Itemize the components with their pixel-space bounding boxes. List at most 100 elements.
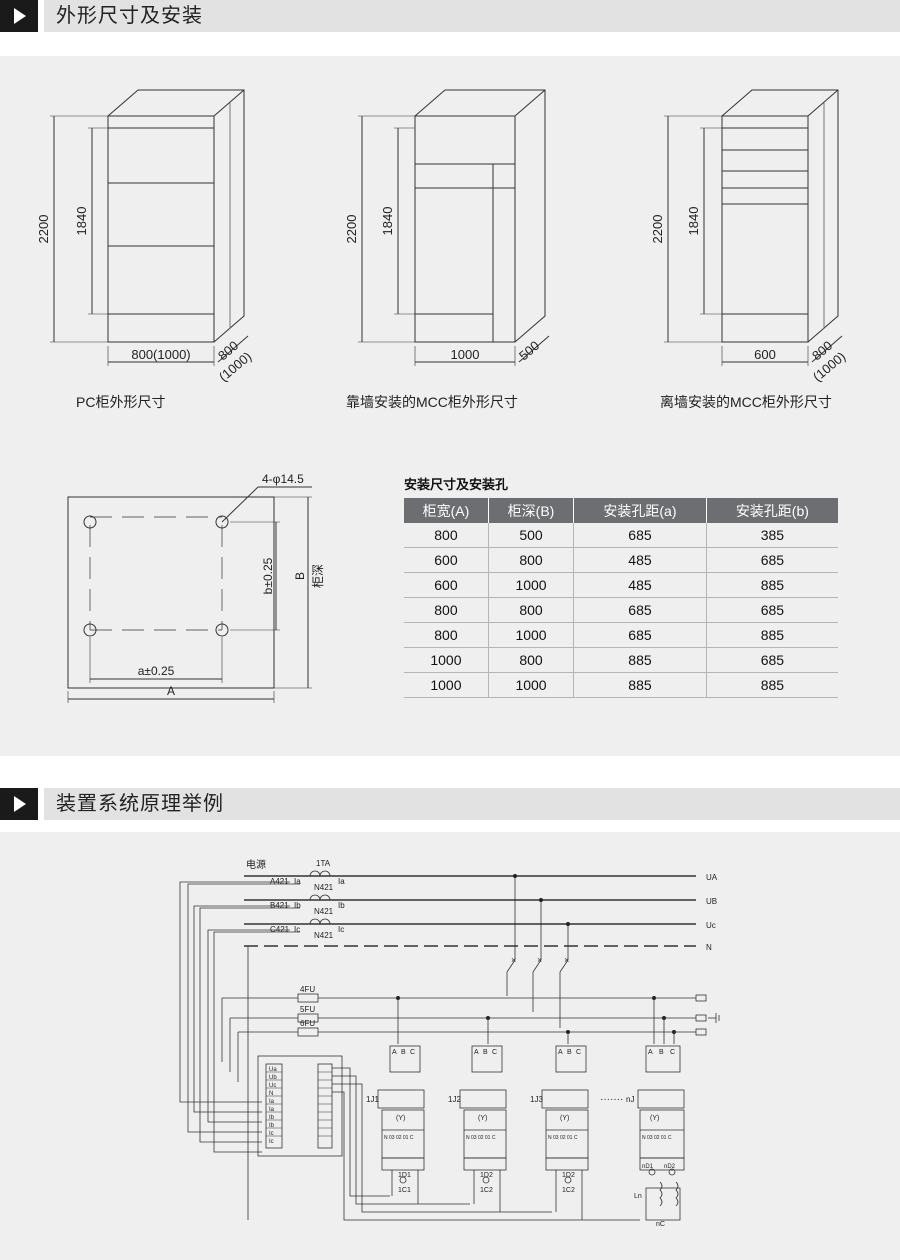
unit-y: (Y) [478, 1115, 487, 1122]
schematic-panel [0, 832, 900, 1260]
ct-in-label: Ib [294, 901, 301, 910]
unit-y: (Y) [396, 1115, 405, 1122]
n-label: N421 [314, 931, 334, 940]
n-label: N421 [314, 883, 334, 892]
indicator-label: 1D2 [562, 1172, 575, 1179]
meter-terminal: Ia [269, 1107, 275, 1113]
unit-id: nJ [626, 1095, 634, 1104]
contact-label: 1C1 [398, 1187, 411, 1194]
unit-y: (Y) [650, 1115, 659, 1122]
mount-table-title: 安装尺寸及安装孔 [404, 477, 509, 492]
dim-height-total: 2200 [650, 215, 665, 244]
cell: 885 [573, 672, 707, 698]
section-header-dimensions: 外形尺寸及安装 [0, 0, 900, 32]
indicator-label: 1D1 [398, 1172, 411, 1179]
phase-label: C421 [270, 925, 290, 934]
cell: 800 [404, 597, 489, 623]
cabinet-pc [50, 89, 249, 366]
cell: 800 [488, 597, 575, 623]
indicator-label: 1D2 [480, 1172, 493, 1179]
dim-height-door: 1840 [380, 207, 395, 236]
ct-label: 1TA [316, 859, 331, 868]
ct-in-label: Ic [294, 925, 300, 934]
unit-id: 1J2 [448, 1095, 461, 1104]
phase-abc: A [558, 1049, 563, 1056]
depth-label: 柜深 [311, 564, 325, 588]
phase-abc: B [659, 1049, 664, 1056]
coil-label: Ln [634, 1193, 642, 1200]
cell: 600 [404, 572, 489, 598]
cell: 500 [488, 523, 575, 548]
contact-label: 1C2 [480, 1187, 493, 1194]
unit-terms: N 03 02 01 C [466, 1135, 496, 1141]
mount-hole [83, 515, 97, 529]
ellipsis: ······· [600, 1094, 623, 1105]
mount-hole [83, 623, 97, 637]
cell: 685 [706, 547, 838, 573]
play-arrow-icon [0, 0, 38, 32]
phase-label: B421 [270, 901, 289, 910]
bus-label: UA [706, 873, 718, 882]
cell: 685 [706, 597, 838, 623]
col-header: 柜深(B) [488, 498, 575, 523]
section-title: 装置系统原理举例 [56, 793, 224, 815]
col-header: 安装孔距(b) [706, 498, 838, 523]
svg-text:×: × [511, 955, 516, 965]
cell: 1000 [488, 572, 575, 598]
fuse-label: 4FU [300, 985, 315, 994]
dim-b-label: b±0.25 [261, 557, 275, 594]
cell: 1000 [488, 622, 575, 648]
unit-1 [377, 998, 425, 1204]
mounting-plan: 4-φ14.5 b±0.25 B 柜深 a±0.25 A [67, 472, 325, 703]
section-title: 外形尺寸及安装 [56, 5, 203, 27]
dim-a-label: a±0.25 [138, 664, 175, 678]
caption-mcc-freestanding: 离墙安装的MCC柜外形尺寸 [660, 394, 832, 410]
caption-pc-cabinet: PC柜外形尺寸 [76, 394, 166, 410]
ct-out-label: Ib [338, 901, 345, 910]
cell: 1000 [404, 672, 489, 698]
ct-out-label: Ic [338, 925, 344, 934]
bus-label: N [706, 943, 712, 952]
dim-height-door: 1840 [74, 207, 89, 236]
cell: 685 [573, 523, 707, 548]
phase-abc: C [670, 1049, 675, 1056]
dim-B-label: B [293, 572, 307, 580]
bus-label: Uc [706, 921, 716, 930]
meter-terminal: Ib [269, 1115, 275, 1121]
phase-label: A421 [270, 877, 289, 886]
meter-terminal: Ic [269, 1139, 274, 1145]
power-label: 电源 [246, 858, 266, 871]
contact-label: nC [656, 1221, 665, 1228]
svg-text:×: × [537, 955, 542, 965]
cell: 600 [404, 547, 489, 573]
cell: 485 [573, 572, 707, 598]
indicator-label: nD2 [664, 1164, 676, 1170]
system-schematic: × × × [179, 858, 720, 1228]
fuse-label: 5FU [300, 1005, 315, 1014]
phase-abc: C [410, 1049, 415, 1056]
phase-abc: B [567, 1049, 572, 1056]
unit-2 [459, 1018, 507, 1212]
dim-width: 600 [754, 347, 776, 362]
dim-width: 1000 [451, 347, 480, 362]
cell: 885 [706, 622, 838, 648]
meter-terminal: Ib [269, 1123, 275, 1129]
unit-n [637, 998, 685, 1221]
unit-terms: N 03 02 01 C [642, 1135, 672, 1141]
phase-abc: B [483, 1049, 488, 1056]
unit-id: 1J1 [366, 1095, 379, 1104]
bus-label: UB [706, 897, 717, 906]
play-arrow-icon [0, 788, 38, 820]
contact-label: 1C2 [562, 1187, 575, 1194]
meter-terminal: Ia [269, 1099, 275, 1105]
cabinet-mcc-freestanding [664, 89, 843, 366]
dim-depth: 500 [516, 338, 542, 363]
cell: 485 [573, 547, 707, 573]
cell: 685 [573, 597, 707, 623]
cell: 800 [404, 523, 489, 548]
